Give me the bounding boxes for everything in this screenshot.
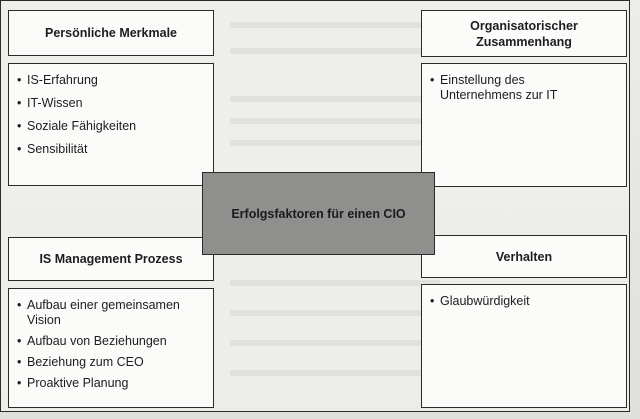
personal-traits-list-box: IS-Erfahrung IT-Wissen Soziale Fähigkeit… bbox=[8, 63, 214, 186]
list-item: Glaubwürdigkeit bbox=[430, 294, 618, 309]
organizational-context-title-line2: Zusammenhang bbox=[476, 34, 572, 49]
is-management-process-list: Aufbau einer gemeinsamen Vision Aufbau v… bbox=[17, 298, 205, 391]
is-management-process-title: IS Management Prozess bbox=[39, 252, 183, 266]
background-text-line bbox=[230, 22, 440, 28]
list-item: Soziale Fähigkeiten bbox=[17, 119, 205, 134]
background-text-line bbox=[230, 118, 440, 124]
background-text-line bbox=[230, 340, 440, 346]
organizational-context-title-line1: Organisatorischer bbox=[470, 18, 578, 33]
is-management-process-header: IS Management Prozess bbox=[8, 237, 214, 281]
personal-traits-list: IS-Erfahrung IT-Wissen Soziale Fähigkeit… bbox=[17, 73, 205, 157]
background-text-line bbox=[230, 140, 440, 146]
list-item: Sensibilität bbox=[17, 142, 205, 157]
personal-traits-header: Persönliche Merkmale bbox=[8, 10, 214, 56]
list-item: Aufbau einer gemeinsamen Vision bbox=[17, 298, 205, 328]
organizational-context-list-box: Einstellung des Unternehmens zur IT bbox=[421, 63, 627, 187]
behavior-title: Verhalten bbox=[495, 249, 553, 264]
background-text-line bbox=[230, 280, 440, 286]
background-text-line bbox=[230, 370, 440, 376]
personal-traits-title: Persönliche Merkmale bbox=[44, 26, 177, 40]
background-text-line bbox=[230, 48, 440, 54]
list-item: Beziehung zum CEO bbox=[17, 355, 205, 370]
background-text-line bbox=[230, 310, 440, 316]
list-item: Proaktive Planung bbox=[17, 376, 205, 391]
list-item: Aufbau von Beziehungen bbox=[17, 334, 205, 349]
organizational-context-list: Einstellung des Unternehmens zur IT bbox=[430, 73, 618, 103]
list-item: IT-Wissen bbox=[17, 96, 205, 111]
cio-success-factors-center: Erfolgsfaktoren für einen CIO bbox=[202, 172, 435, 255]
organizational-context-header: Organisatorischer Zusammenhang bbox=[421, 10, 627, 57]
behavior-list: Glaubwürdigkeit bbox=[430, 294, 618, 309]
behavior-header: Verhalten bbox=[421, 235, 627, 278]
background-text-line bbox=[230, 96, 440, 102]
list-item: Einstellung des Unternehmens zur IT bbox=[430, 73, 618, 103]
is-management-process-list-box: Aufbau einer gemeinsamen Vision Aufbau v… bbox=[8, 288, 214, 408]
behavior-list-box: Glaubwürdigkeit bbox=[421, 284, 627, 408]
center-title: Erfolgsfaktoren für einen CIO bbox=[231, 206, 406, 221]
list-item: IS-Erfahrung bbox=[17, 73, 205, 88]
